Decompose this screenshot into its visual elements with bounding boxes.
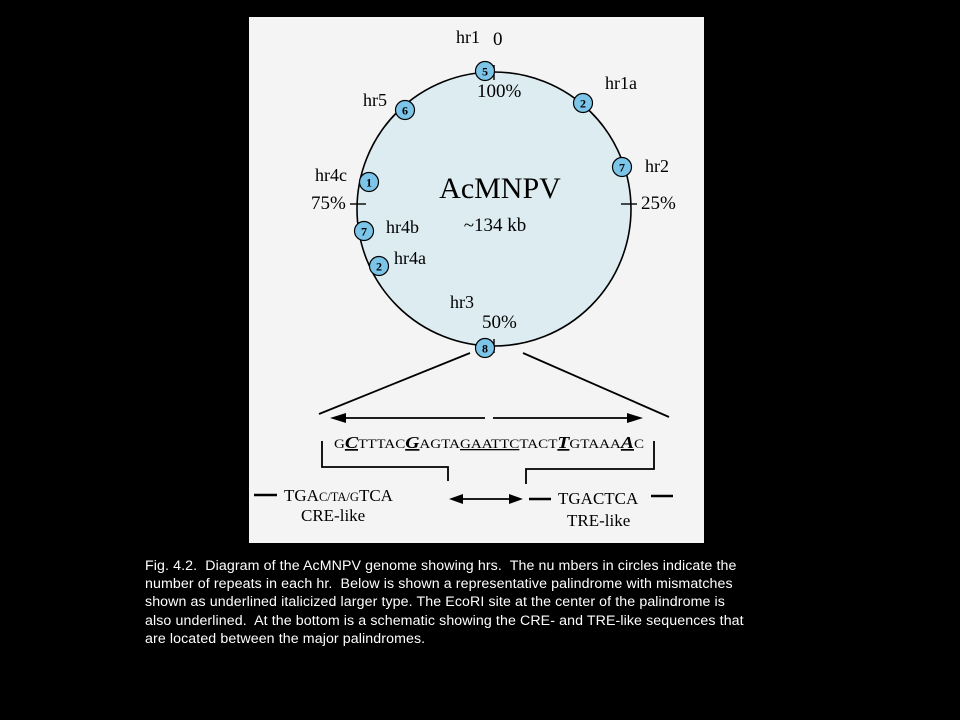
hr-marker-hr5: 6 bbox=[394, 99, 416, 121]
spacer-double-arrow bbox=[449, 494, 523, 504]
seq-segment: TTTAC bbox=[358, 436, 405, 451]
hr-repeat-count: 5 bbox=[482, 65, 488, 79]
caption-line: are located between the major palindrome… bbox=[145, 630, 426, 647]
seq-segment: AGTA bbox=[419, 436, 460, 451]
position-label-50: 50% bbox=[482, 312, 517, 333]
hr-marker-hr4b: 7 bbox=[353, 220, 375, 242]
hr-repeat-count: 1 bbox=[366, 176, 372, 190]
hr-label-hr3: hr3 bbox=[450, 292, 474, 312]
genome-diagram: AcMNPV ~134 kb 0 100% 25% 50% 75% hr1 hr… bbox=[254, 27, 676, 530]
figure-caption: Fig. 4.2. Diagram of the AcMNPV genome s… bbox=[145, 557, 845, 648]
palindrome-arrow-right bbox=[493, 413, 643, 423]
cre-prefix: TGA bbox=[284, 486, 320, 505]
cre-variable: C/TA/G bbox=[319, 490, 359, 504]
genome-size: ~134 kb bbox=[464, 215, 527, 236]
bracket-right bbox=[525, 441, 655, 484]
cre-suffix: TCA bbox=[359, 486, 394, 505]
position-label-100: 100% bbox=[477, 81, 522, 102]
position-label-25: 25% bbox=[641, 193, 676, 214]
caption-line: shown as underlined italicized larger ty… bbox=[145, 594, 725, 611]
hr-marker-hr4a: 2 bbox=[368, 255, 390, 277]
mismatch-base: A bbox=[620, 433, 634, 452]
tre-label: TRE-like bbox=[567, 511, 630, 530]
hr-label-hr1a: hr1a bbox=[605, 73, 637, 93]
seq-segment: TACT bbox=[519, 436, 557, 451]
hr-repeat-count: 7 bbox=[619, 161, 625, 175]
hr-marker-hr2: 7 bbox=[611, 156, 633, 178]
bracket-left bbox=[321, 441, 449, 481]
seq-segment: GTAAA bbox=[569, 436, 621, 451]
hr-label-hr4c: hr4c bbox=[315, 165, 347, 185]
genome-name: AcMNPV bbox=[439, 172, 561, 205]
mismatch-base: T bbox=[557, 433, 570, 452]
seq-segment: C bbox=[634, 436, 644, 451]
hr-repeat-count: 7 bbox=[361, 225, 367, 239]
seq-segment: G bbox=[334, 436, 345, 451]
hr-marker-hr1a: 2 bbox=[572, 92, 594, 114]
hr-repeat-count: 8 bbox=[482, 342, 488, 356]
hr-label-hr4a: hr4a bbox=[394, 248, 426, 268]
cre-sequence: TGAC/TA/GTCA bbox=[284, 486, 394, 505]
figure-panel: AcMNPV ~134 kb 0 100% 25% 50% 75% hr1 hr… bbox=[249, 17, 704, 543]
hr-label-hr4b: hr4b bbox=[386, 217, 419, 237]
hr-label-hr5: hr5 bbox=[363, 90, 387, 110]
hr-marker-hr4c: 1 bbox=[358, 171, 380, 193]
hr-repeat-count: 2 bbox=[580, 97, 586, 111]
hr-repeat-count: 6 bbox=[402, 104, 408, 118]
hr-label-hr2: hr2 bbox=[645, 156, 669, 176]
mismatch-base: C bbox=[345, 433, 359, 452]
ecori-site: GAATTC bbox=[460, 436, 519, 451]
palindrome-arrow-left bbox=[330, 413, 485, 423]
caption-line: Fig. 4.2. Diagram of the AcMNPV genome s… bbox=[145, 558, 737, 574]
zoom-line-left bbox=[318, 352, 471, 415]
hr-marker-hr3: 8 bbox=[474, 337, 496, 359]
hr-repeat-count: 2 bbox=[376, 260, 382, 274]
hr-label-hr1: hr1 bbox=[456, 27, 480, 47]
cre-label: CRE-like bbox=[301, 506, 365, 525]
hr-marker-hr1: 5 bbox=[474, 60, 496, 82]
tre-sequence: TGACTCA bbox=[558, 489, 639, 508]
caption-line: number of repeats in each hr. Below is s… bbox=[145, 576, 733, 593]
position-label-75: 75% bbox=[311, 193, 346, 214]
zoom-line-right bbox=[522, 352, 670, 418]
mismatch-base: G bbox=[405, 433, 420, 452]
caption-line: also underlined. At the bottom is a sche… bbox=[145, 612, 744, 629]
position-label-0: 0 bbox=[493, 29, 503, 50]
